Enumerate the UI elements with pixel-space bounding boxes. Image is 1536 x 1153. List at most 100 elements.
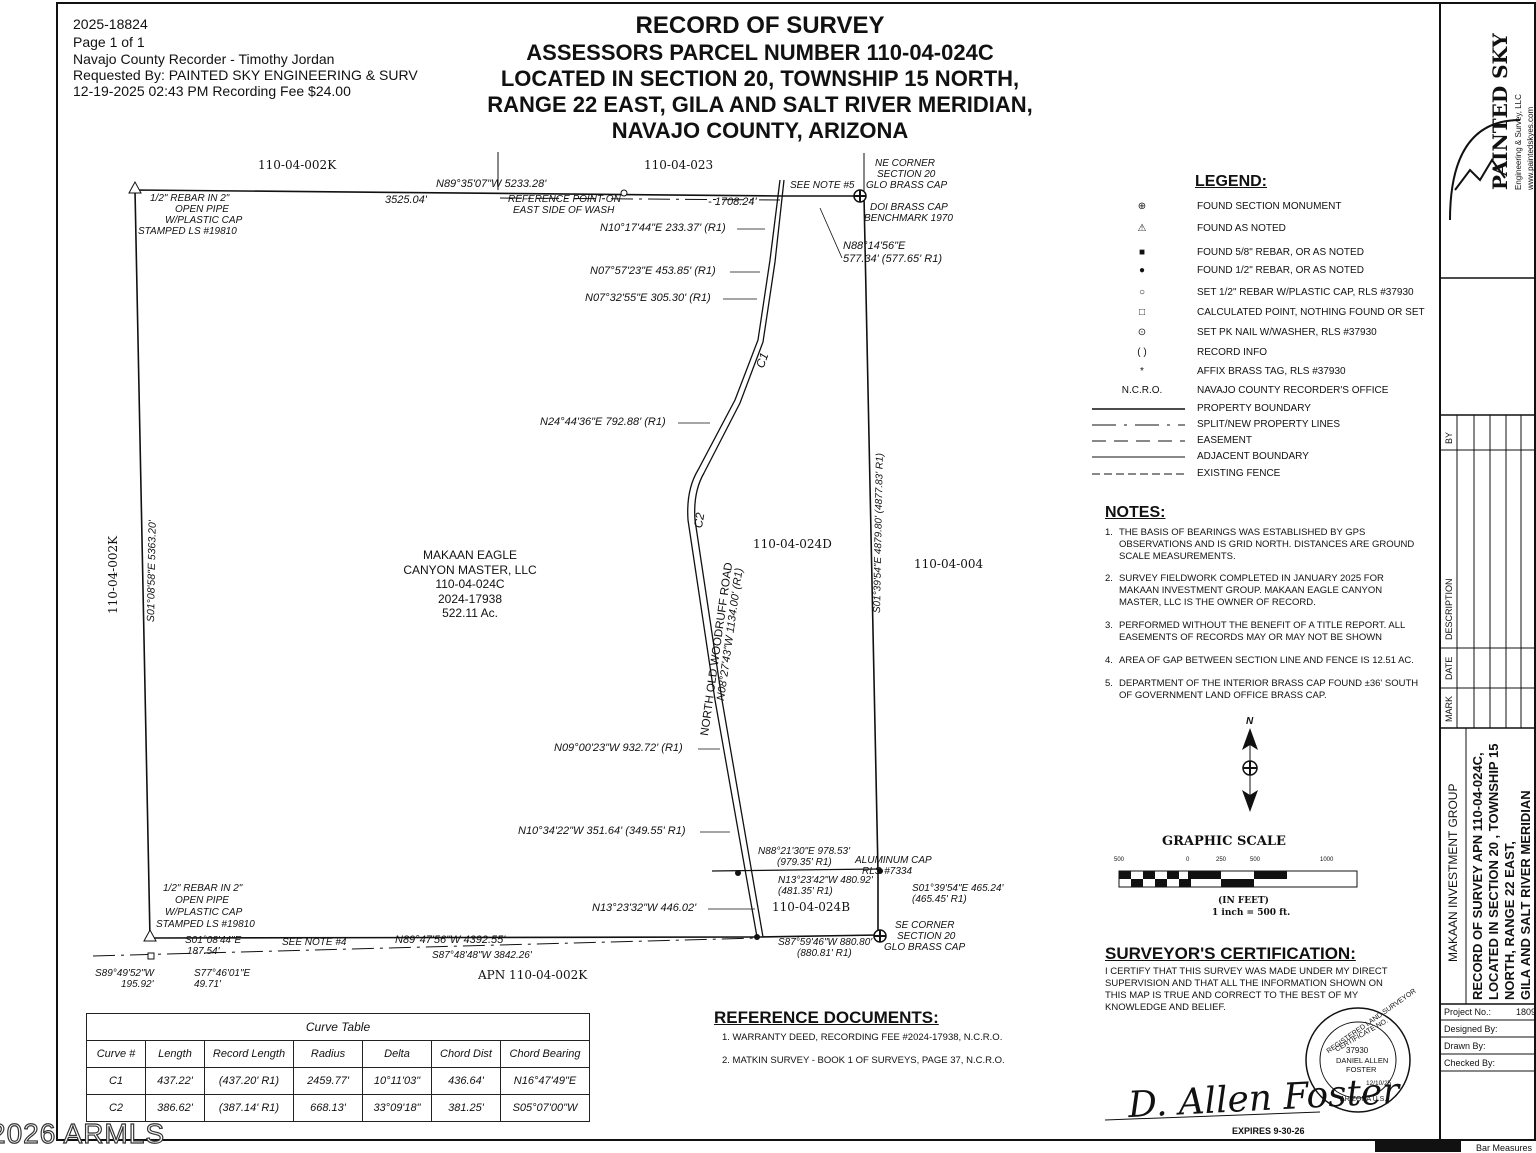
curve-table-title: Curve Table xyxy=(86,1013,590,1041)
note-text: THE BASIS OF BEARINGS WAS ESTABLISHED BY… xyxy=(1119,527,1415,562)
legend-item: ● FOUND 1/2" REBAR, OR AS NOTED xyxy=(1092,265,1432,281)
col-curve: Curve # xyxy=(86,1040,146,1068)
legend-item: N.C.R.O.NAVAJO COUNTY RECORDER'S OFFICE xyxy=(1092,385,1432,401)
bearing-3: N07°32'55"E 305.30' (R1) xyxy=(585,292,711,304)
bearing-12: N89°47'56"W 4392.55' xyxy=(395,934,506,946)
bearing-9b: (465.45' R1) xyxy=(912,894,967,905)
note-number: 1. xyxy=(1105,527,1113,538)
bearing-2: N07°57'23"E 453.85' (R1) xyxy=(590,265,716,277)
bar-measures: Bar Measures xyxy=(1476,1143,1533,1153)
legend-item: ⚠FOUND AS NOTED xyxy=(1092,223,1432,239)
note-item: 3.PERFORMED WITHOUT THE BENEFIT OF A TIT… xyxy=(1105,620,1425,644)
owner-line5: 522.11 Ac. xyxy=(442,606,498,620)
col-length: Length xyxy=(145,1040,205,1068)
company-subtitle: Engineering & Survey, LLC xyxy=(1514,94,1523,190)
west-bearing: S01°08'58"E 5363.20' xyxy=(145,520,159,623)
curve-table: Curve Table Curve # Length Record Length… xyxy=(86,1013,590,1122)
north-dist2: - 1708.24' xyxy=(708,196,757,208)
recorded-date: 12-19-2025 02:43 PM Recording Fee $24.00 xyxy=(73,83,351,99)
designed-by: Designed By: xyxy=(1444,1024,1498,1034)
ne-corner1: NE CORNER xyxy=(875,158,936,169)
se-corner3: GLO BRASS CAP xyxy=(884,942,966,953)
parcel-s: APN 110-04-002K xyxy=(478,968,588,982)
ref-point2: EAST SIDE OF WASH xyxy=(513,205,615,216)
table-cell: 668.13' xyxy=(293,1094,363,1122)
note-item: 5.DEPARTMENT OF THE INTERIOR BRASS CAP F… xyxy=(1105,678,1425,702)
note-number: 3. xyxy=(1105,620,1113,631)
north-bearing: N89°35'07"W 5233.28' xyxy=(436,178,547,190)
table-cell: S05°07'00"W xyxy=(500,1094,590,1122)
legend-symbol-icon: ● xyxy=(1138,265,1146,276)
sheet-title3: NORTH, RANGE 22 EAST, xyxy=(1502,841,1517,1000)
note-item: 4.AREA OF GAP BETWEEN SECTION LINE AND F… xyxy=(1105,655,1425,667)
scale-tick-0: 500 xyxy=(1114,857,1125,863)
mls-watermark: 2026 ARMLS xyxy=(0,1117,165,1149)
seal-date: 12/10/25 xyxy=(1366,1080,1392,1087)
north-arrow-label: N xyxy=(1246,716,1254,727)
bearing-13: S87°48'48"W 3842.26' xyxy=(432,950,532,961)
legend-item: ( )RECORD INFO xyxy=(1092,347,1432,363)
aluminum-cap1: ALUMINUM CAP xyxy=(855,855,932,866)
legend-title: LEGEND: xyxy=(1195,173,1267,190)
note-number: 5. xyxy=(1105,678,1113,689)
col-record-length: Record Length xyxy=(204,1040,294,1068)
legend-symbol-icon: ( ) xyxy=(1137,347,1147,358)
bearing-ne2: 577.34' (577.65' R1) xyxy=(843,253,942,265)
curve-c2-label: C2 xyxy=(690,511,708,530)
reference-2: 2. MATKIN SURVEY - BOOK 1 OF SURVEYS, PA… xyxy=(722,1055,1005,1066)
legend-symbol-icon: ○ xyxy=(1138,287,1146,298)
parcel-w: 110-04-002K xyxy=(106,535,120,614)
table-cell: N16°47'49"E xyxy=(500,1067,590,1095)
parcel-center: 110-04-024D xyxy=(753,537,832,551)
rev-mark-header: MARK xyxy=(1444,695,1454,722)
north-dist1: 3525.04' xyxy=(385,194,427,206)
scale-title: GRAPHIC SCALE xyxy=(1162,834,1286,849)
legend-item: ⊕FOUND SECTION MONUMENT xyxy=(1092,201,1432,217)
recorder: Navajo County Recorder - Timothy Jordan xyxy=(73,51,335,67)
scale-tick-2: 250 xyxy=(1216,857,1227,863)
legend-label: AFFIX BRASS TAG, RLS #37930 xyxy=(1197,366,1346,377)
bearing-6: N10°34'22"W 351.64' (349.55' R1) xyxy=(518,825,686,837)
parcel-nw: 110-04-002K xyxy=(258,158,337,172)
title-line5: NAVAJO COUNTY, ARIZONA xyxy=(611,118,909,143)
rev-description-header: DESCRIPTION xyxy=(1444,578,1454,640)
bearing-1: N10°17'44"E 233.37' (R1) xyxy=(600,222,726,234)
note-item: 1. THE BASIS OF BEARINGS WAS ESTABLISHED … xyxy=(1105,527,1425,563)
doi-cap1: DOI BRASS CAP xyxy=(870,202,948,213)
legend-label: FOUND 1/2" REBAR, OR AS NOTED xyxy=(1197,265,1364,276)
references-title: REFERENCE DOCUMENTS: xyxy=(714,1008,939,1027)
bearing-16a: S77°46'01"E xyxy=(194,968,251,979)
scale-tick-4: 1000 xyxy=(1320,857,1334,863)
ne-corner2: SECTION 20 xyxy=(877,169,936,180)
bearing-10: N13°23'32"W 446.02' xyxy=(592,902,697,914)
bearing-15a: S89°49'52"W xyxy=(95,968,154,979)
table-cell: (437.20' R1) xyxy=(204,1067,294,1095)
scale-tick-3: 500 xyxy=(1250,857,1261,863)
table-cell: 33°09'18" xyxy=(362,1094,432,1122)
bearing-8a: N13°23'42"W 480.92' xyxy=(778,875,873,886)
legend-label: SET PK NAIL W/WASHER, RLS #37930 xyxy=(1197,327,1377,338)
table-cell: C1 xyxy=(86,1067,146,1095)
bearing-11b: 187.54' xyxy=(187,946,220,957)
expires: EXPIRES 9-30-26 xyxy=(1232,1126,1305,1136)
cert-title: SURVEYOR'S CERTIFICATION: xyxy=(1105,944,1356,963)
se-corner2: SECTION 20 xyxy=(897,931,956,942)
cert-text: I CERTIFY THAT THIS SURVEY WAS MADE UNDE… xyxy=(1105,966,1388,1013)
legend-symbol-icon: ■ xyxy=(1138,247,1146,258)
note-number: 2. xyxy=(1105,573,1113,584)
owner-line3: 110-04-024C xyxy=(435,577,505,591)
reference-1: 1. WARRANTY DEED, RECORDING FEE #2024-17… xyxy=(722,1032,1003,1043)
col-delta: Delta xyxy=(362,1040,432,1068)
table-cell: 381.25' xyxy=(431,1094,501,1122)
legend-label: NAVAJO COUNTY RECORDER'S OFFICE xyxy=(1197,385,1389,396)
legend-item: EASEMENT xyxy=(1092,435,1432,451)
note-item: 2.SURVEY FIELDWORK COMPLETED IN JANUARY … xyxy=(1105,573,1425,609)
sw-rebar2: OPEN PIPE xyxy=(175,895,229,906)
legend-item: □CALCULATED POINT, NOTHING FOUND OR SET xyxy=(1092,307,1432,323)
note-text: AREA OF GAP BETWEEN SECTION LINE AND FEN… xyxy=(1119,655,1414,666)
legend-item: ■FOUND 5/8" REBAR, OR AS NOTED xyxy=(1092,247,1432,263)
legend-symbol-icon: ⊙ xyxy=(1137,327,1147,338)
bearing-9a: S01°39'54"E 465.24' xyxy=(912,883,1004,894)
bearing-16b: 49.71' xyxy=(194,979,221,990)
